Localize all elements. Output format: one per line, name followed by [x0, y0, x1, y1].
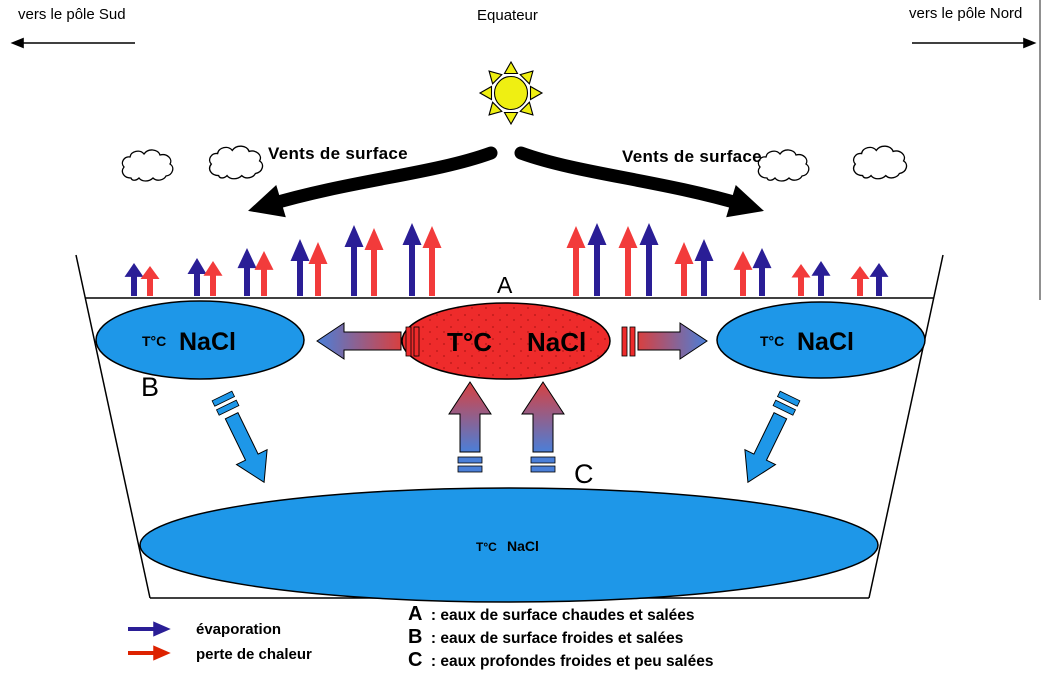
- heat-loss-arrow: [203, 261, 223, 296]
- deep-ellipse-salt-label: NaCl: [507, 538, 539, 554]
- surface-arrows: [124, 223, 889, 296]
- key-text-c: : eaux profondes froides et peu salées: [431, 653, 714, 670]
- heat-loss-arrow: [733, 251, 753, 296]
- heat-loss-arrow: [674, 242, 694, 296]
- pole-nord-label: vers le pôle Nord: [909, 5, 1022, 22]
- cloud-icon: [757, 149, 810, 182]
- left-ellipse-temp-label: T°C: [142, 333, 166, 349]
- heat-loss-arrow: [254, 251, 274, 296]
- evaporation-arrow: [124, 263, 144, 296]
- wind-arrow-right: [514, 146, 764, 218]
- evaporation-arrow: [752, 248, 772, 296]
- heat-loss-arrow: [850, 266, 870, 296]
- key-line-c: C : eaux profondes froides et peu salées: [408, 649, 713, 671]
- upwelling-arrow-2: [521, 381, 565, 473]
- key-line-a: A : eaux de surface chaudes et salées: [408, 603, 695, 625]
- cold-surface-water-ellipse-right: [716, 301, 926, 379]
- key-letter-b: B: [408, 626, 422, 648]
- center-ellipse-temp-label: T°C: [447, 327, 492, 357]
- surface-current-arrow-left: [316, 322, 420, 360]
- legend-heat-loss-label: perte de chaleur: [196, 646, 312, 663]
- cloud-icon: [208, 145, 264, 180]
- evaporation-arrow: [694, 239, 714, 296]
- warm-surface-water-ellipse: [401, 302, 611, 380]
- zone-b-label: B: [141, 372, 159, 402]
- deep-ellipse-temp-label: T°C: [476, 540, 497, 554]
- basin-left-wall: [75, 254, 151, 599]
- equateur-label: Equateur: [477, 7, 538, 24]
- evaporation-arrow: [639, 223, 659, 296]
- evaporation-arrow: [344, 225, 364, 296]
- key-text-a: : eaux de surface chaudes et salées: [431, 607, 695, 624]
- left-ellipse-salt-label: NaCl: [179, 328, 236, 356]
- key-text-b: : eaux de surface froides et salées: [431, 630, 683, 647]
- zone-a-label: A: [497, 272, 513, 298]
- heat-loss-arrow: [566, 226, 586, 296]
- evaporation-arrow: [187, 258, 207, 296]
- cloud-icon: [121, 149, 174, 182]
- wind-arrow-left: [248, 146, 498, 218]
- surface-current-arrow-right: [621, 322, 708, 360]
- heat-loss-arrow: [364, 228, 384, 296]
- vents-surface-label-right: Vents de surface: [622, 147, 762, 166]
- cloud-icon: [852, 145, 908, 180]
- basin-right-wall: [868, 254, 944, 599]
- heat-loss-arrow: [618, 226, 638, 296]
- key-line-b: B : eaux de surface froides et salées: [408, 626, 683, 648]
- right-ellipse-temp-label: T°C: [760, 333, 784, 349]
- legend-evaporation-label: évaporation: [196, 621, 281, 638]
- evaporation-arrow: [237, 248, 257, 296]
- zone-c-label: C: [574, 459, 594, 489]
- downwelling-arrow-left: [211, 390, 268, 484]
- evaporation-arrow: [402, 223, 422, 296]
- right-ellipse-salt-label: NaCl: [797, 328, 854, 356]
- evaporation-arrow: [587, 223, 607, 296]
- pole-sud-label: vers le pôle Sud: [18, 6, 126, 23]
- sun-icon: [478, 60, 544, 126]
- vents-surface-label-left: Vents de surface: [268, 144, 408, 163]
- upwelling-arrow-1: [448, 381, 492, 473]
- key-letter-c: C: [408, 649, 422, 671]
- deep-water-ellipse: [139, 487, 879, 603]
- heat-loss-arrow: [308, 242, 328, 296]
- evaporation-arrow: [869, 263, 889, 296]
- heat-loss-arrow: [791, 264, 811, 296]
- evaporation-arrow: [290, 239, 310, 296]
- cold-surface-water-ellipse-left: [95, 300, 305, 380]
- key-letter-a: A: [408, 603, 422, 625]
- center-ellipse-salt-label: NaCl: [527, 327, 586, 357]
- heat-loss-arrow: [140, 266, 160, 296]
- downwelling-arrow-right: [744, 390, 801, 484]
- heat-loss-arrow: [422, 226, 442, 296]
- evaporation-arrow: [811, 261, 831, 296]
